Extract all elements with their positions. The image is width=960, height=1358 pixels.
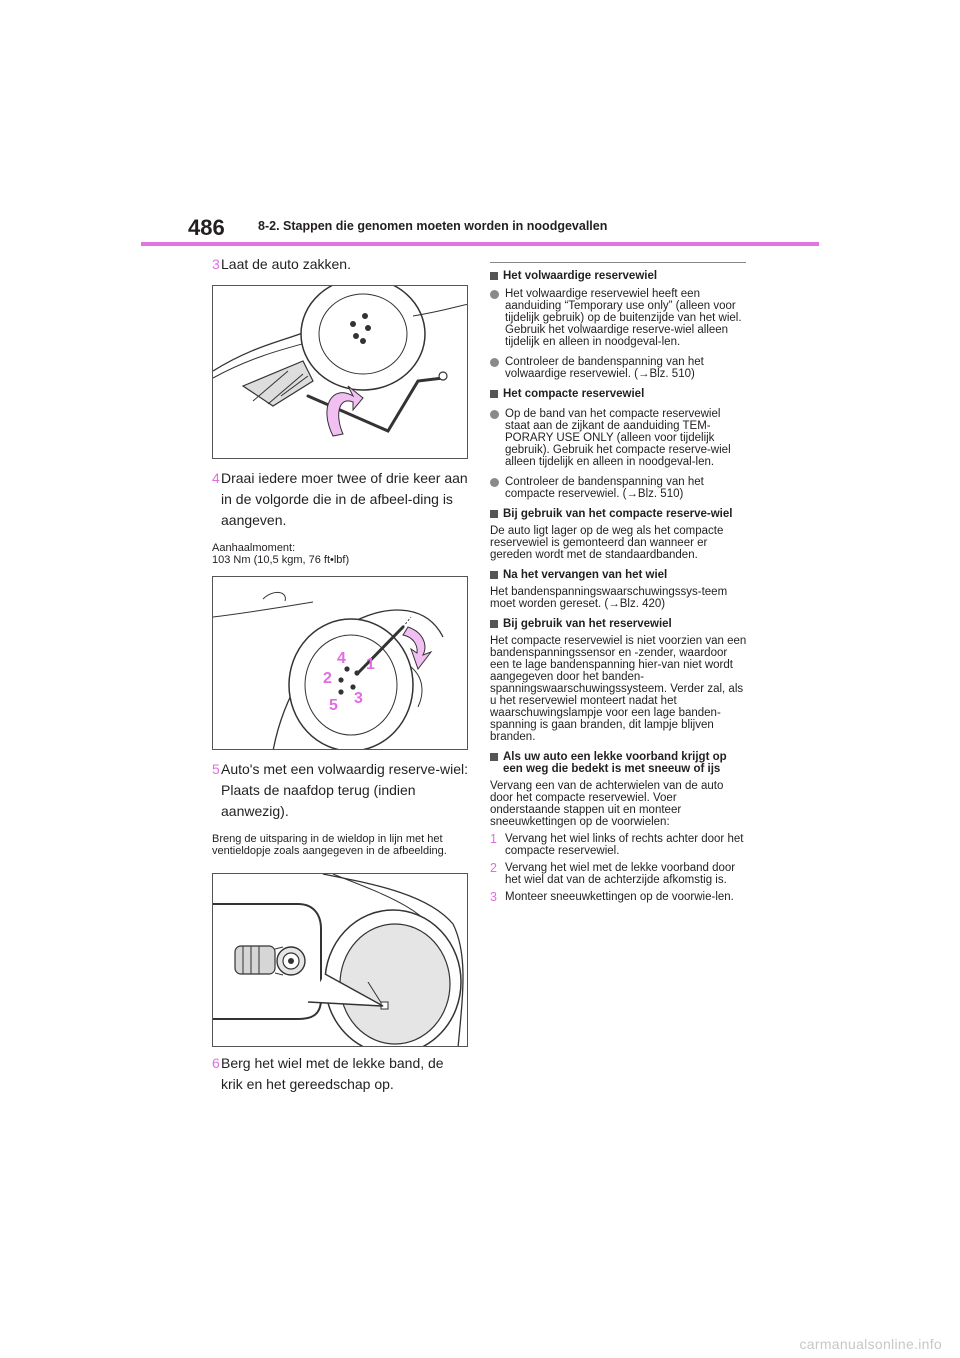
paragraph: Vervang een van de achterwielen van de a…	[490, 780, 724, 828]
step-number: 1	[490, 832, 497, 846]
section-title: 8-2. Stappen die genomen moeten worden i…	[258, 219, 608, 233]
hubcap-illustration	[213, 874, 464, 1046]
circle-bullet-icon	[490, 478, 499, 487]
step-text: Draai iedere moer twee of drie keer aan …	[221, 470, 468, 528]
nut-order-illustration: 1 2 3 4 5	[213, 592, 444, 749]
figure-lower-car	[212, 285, 468, 459]
sub-step-1: 1 Vervang het wiel links of rechts achte…	[490, 833, 748, 857]
step-text: Auto's met een volwaardig reserve-wiel: …	[221, 761, 469, 819]
step-3: 3 Laat de auto zakken.	[212, 254, 468, 275]
step-text: Berg het wiel met de lekke band, de krik…	[221, 1055, 444, 1092]
circle-bullet-icon	[490, 358, 499, 367]
nut-label-4: 4	[337, 650, 346, 667]
square-bullet-icon	[490, 571, 498, 579]
step-text: Vervang het wiel met de lekke voorband d…	[505, 862, 736, 886]
paragraph: De auto ligt lager op de weg als het com…	[490, 525, 724, 561]
header-rule	[141, 242, 819, 246]
bullet-item: Controleer de bandenspanning van het vol…	[490, 356, 748, 380]
square-bullet-icon	[490, 510, 498, 518]
square-bullet-icon	[490, 620, 498, 628]
square-bullet-icon	[490, 390, 498, 398]
top-rule	[490, 262, 746, 263]
torque-label: Aanhaalmoment:	[212, 542, 296, 554]
heading-snow-ice: Als uw auto een lekke voorband krijgt op…	[490, 751, 748, 775]
torque-value: 103 Nm (10,5 kgm, 76 ft•lbf)	[212, 553, 350, 566]
sub-step-2: 2 Vervang het wiel met de lekke voorband…	[490, 862, 748, 886]
step-4: 4 Draai iedere moer twee of drie keer aa…	[212, 468, 468, 531]
paragraph: Het compacte reservewiel is niet voorzie…	[490, 635, 747, 743]
bullet-item: Het volwaardige reservewiel heeft een aa…	[490, 288, 748, 348]
step-text: Laat de auto zakken.	[221, 256, 351, 272]
page-number: 486	[188, 215, 225, 240]
nut-label-2: 2	[323, 670, 332, 687]
footer-watermark: carmanualsonline.info	[799, 1336, 942, 1352]
heading-using-compact: Bij gebruik van het compacte reserve-wie…	[490, 508, 748, 520]
bullet-item: Controleer de bandenspanning van het com…	[490, 476, 748, 500]
step-6: 6 Berg het wiel met de lekke band, de kr…	[212, 1053, 468, 1095]
heading-compact-spare: Het compacte reservewiel	[490, 388, 748, 400]
step-number: 5	[212, 761, 220, 777]
heading-after-replace: Na het vervangen van het wiel	[490, 569, 748, 581]
figure-hubcap	[212, 873, 468, 1047]
nut-label-3: 3	[354, 690, 363, 707]
step-text: Vervang het wiel links of rechts achter …	[505, 833, 744, 857]
nut-label-5: 5	[329, 697, 338, 714]
heading-using-spare: Bij gebruik van het reservewiel	[490, 618, 748, 630]
step-number: 4	[212, 470, 220, 486]
bullet-item: Op de band van het compacte reservewiel …	[490, 408, 748, 468]
step-number: 3	[490, 890, 497, 904]
square-bullet-icon	[490, 753, 498, 761]
circle-bullet-icon	[490, 290, 499, 299]
heading-full-spare: Het volwaardige reservewiel	[490, 270, 748, 282]
step-5: 5 Auto's met een volwaardig reserve-wiel…	[212, 759, 468, 822]
sub-step-3: 3 Monteer sneeuwkettingen op de voorwie-…	[490, 890, 748, 904]
paragraph: Het bandenspanningswaarschuwingssys-teem…	[490, 586, 728, 610]
left-column: 3 Laat de auto zakken. 4 Draai iedere mo…	[212, 254, 468, 1095]
step-number: 3	[212, 256, 220, 272]
right-column: Het volwaardige reservewiel Het volwaard…	[490, 262, 748, 903]
circle-bullet-icon	[490, 410, 499, 419]
step-number: 2	[490, 861, 497, 875]
figure-nut-order: 1 2 3 4 5	[212, 576, 468, 750]
square-bullet-icon	[490, 272, 498, 280]
step-number: 6	[212, 1055, 220, 1071]
nut-label-1: 1	[366, 656, 375, 673]
lower-car-illustration	[213, 286, 467, 437]
step-5-note: Breng de uitsparing in de wieldop in lij…	[212, 833, 447, 857]
step-text: Monteer sneeuwkettingen op de voorwie-le…	[505, 891, 734, 903]
